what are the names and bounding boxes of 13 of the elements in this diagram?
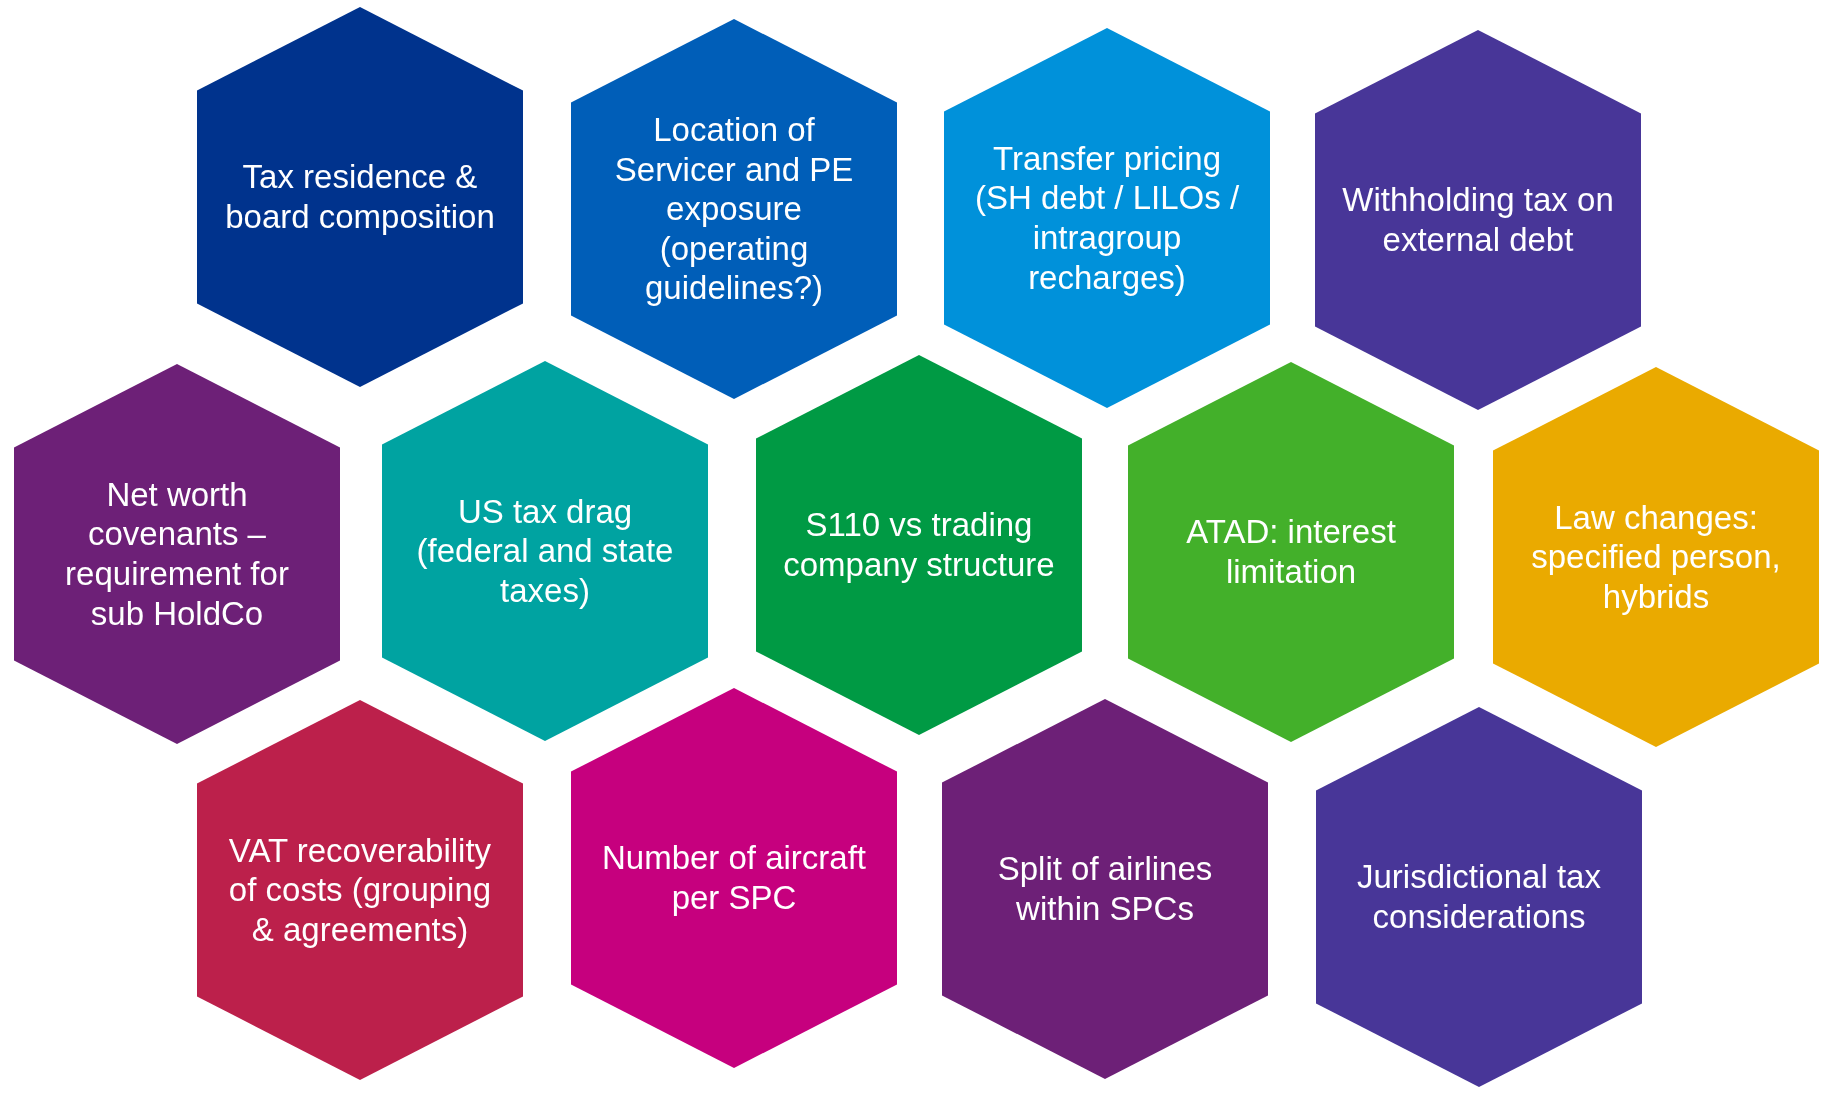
topic-text: US tax drag (federal and state taxes) [415,491,675,611]
topic-text: Transfer pricing (SH debt / LILOs / intragroup recharges) [973,138,1241,298]
topic-text: Withholding tax on external debt [1341,180,1615,260]
topic-text: Net worth covenants – requirement for sub HoldCo [64,474,290,634]
topic-text: Split of airlines within SPCs [996,849,1214,929]
topic-text: Location of Servicer and PE exposure (operating guidelines?) [613,110,855,308]
topic-text: Number of aircraft per SPC [600,838,868,918]
topic-text: Jurisdictional tax considerations [1356,857,1602,937]
topic-text: VAT recoverability of costs (grouping & agreements) [227,830,493,950]
topic-text: ATAD: interest limitation [1185,512,1397,592]
topic-text: Law changes: specified person, hybrids [1530,497,1782,617]
topic-text: Tax residence & board composition [224,157,496,237]
topic-text: S110 vs trading company structure [782,505,1056,585]
